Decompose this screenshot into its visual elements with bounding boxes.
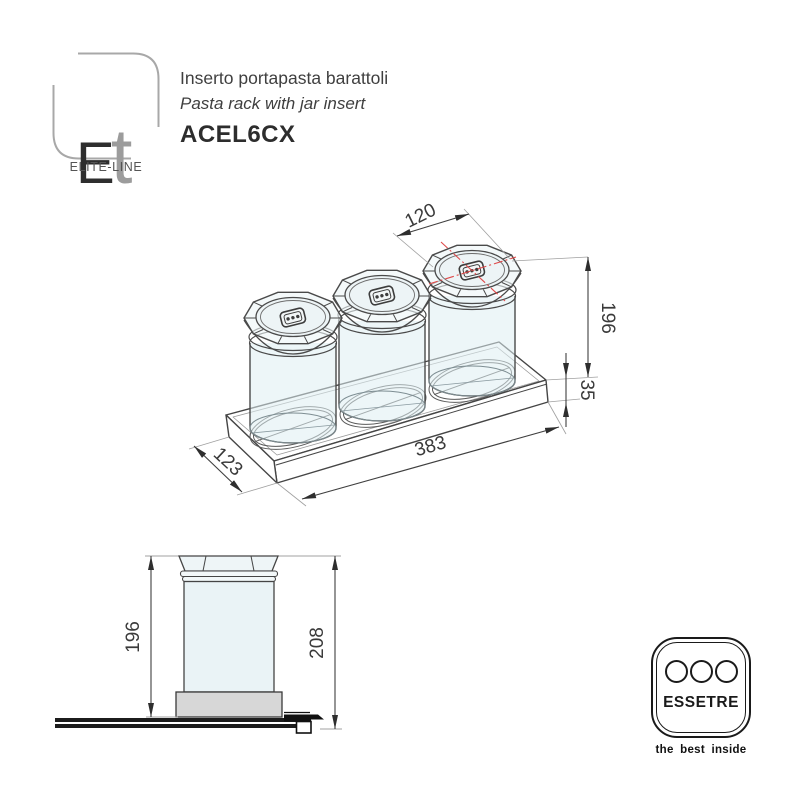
rail-bracket (284, 711, 324, 734)
centerline-crosshair (428, 241, 517, 302)
dim-line-base-depth (193, 445, 243, 493)
circle-icon (714, 660, 738, 683)
jar-side-lid-flare (178, 555, 279, 572)
logo-arc-top-right (78, 52, 160, 127)
product-title-italian: Inserto portapasta barattoli (180, 68, 389, 88)
essetre-tagline: the best inside (655, 744, 747, 756)
product-code: ACEL6CX (180, 121, 296, 148)
side-dim-jar-height: 196 (123, 556, 178, 718)
iso-view: 120 196 35 383 123 (188, 200, 618, 507)
side-view: 196 208 (55, 555, 342, 734)
circle-icon (664, 660, 688, 683)
jar-back (422, 244, 522, 397)
dim-line-jar-diameter (396, 213, 470, 237)
logo-line-label: ELITE-LINE (69, 160, 143, 174)
dim-line-base-length (301, 426, 560, 500)
dim-side-jar-height: 196 (123, 621, 144, 653)
mounting-rail-upper (55, 718, 297, 722)
logo-frame-arcs (52, 52, 160, 160)
jar-side-collar-upper (179, 570, 279, 578)
lid-facet (250, 555, 255, 572)
logo-letter-t: t (110, 112, 133, 200)
base-block (175, 691, 283, 718)
lid-facet (202, 555, 207, 572)
dim-side-total-height: 208 (307, 627, 328, 659)
jar-side-collar-lower (181, 575, 277, 583)
mounting-rail-lower (55, 724, 297, 728)
dim-base-height: 35 (576, 379, 597, 400)
jar-side-body (183, 580, 275, 693)
essetre-outer-frame: ESSETRE (651, 637, 751, 738)
product-titles: Inserto portapasta barattoli Pasta rack … (180, 68, 388, 149)
logo-arc-bottom-left (52, 85, 131, 160)
logo-monogram: E t (76, 112, 133, 200)
product-title-english: Pasta rack with jar insert (180, 94, 366, 113)
essetre-dots (657, 660, 745, 683)
essetre-inner-frame: ESSETRE (656, 642, 746, 733)
dim-jar-height: 196 (597, 302, 618, 334)
jar-front (243, 291, 343, 444)
side-dim-total-height: 208 (307, 556, 342, 730)
dim-jar-diameter: 120 (402, 200, 440, 233)
essetre-logo: ESSETRE the best inside (651, 637, 751, 756)
circle-icon (689, 660, 713, 683)
jar-middle (332, 269, 432, 422)
elite-line-logo: E t (52, 52, 160, 195)
logo-letter-e: E (76, 131, 115, 196)
essetre-brand-text: ESSETRE (663, 694, 739, 711)
